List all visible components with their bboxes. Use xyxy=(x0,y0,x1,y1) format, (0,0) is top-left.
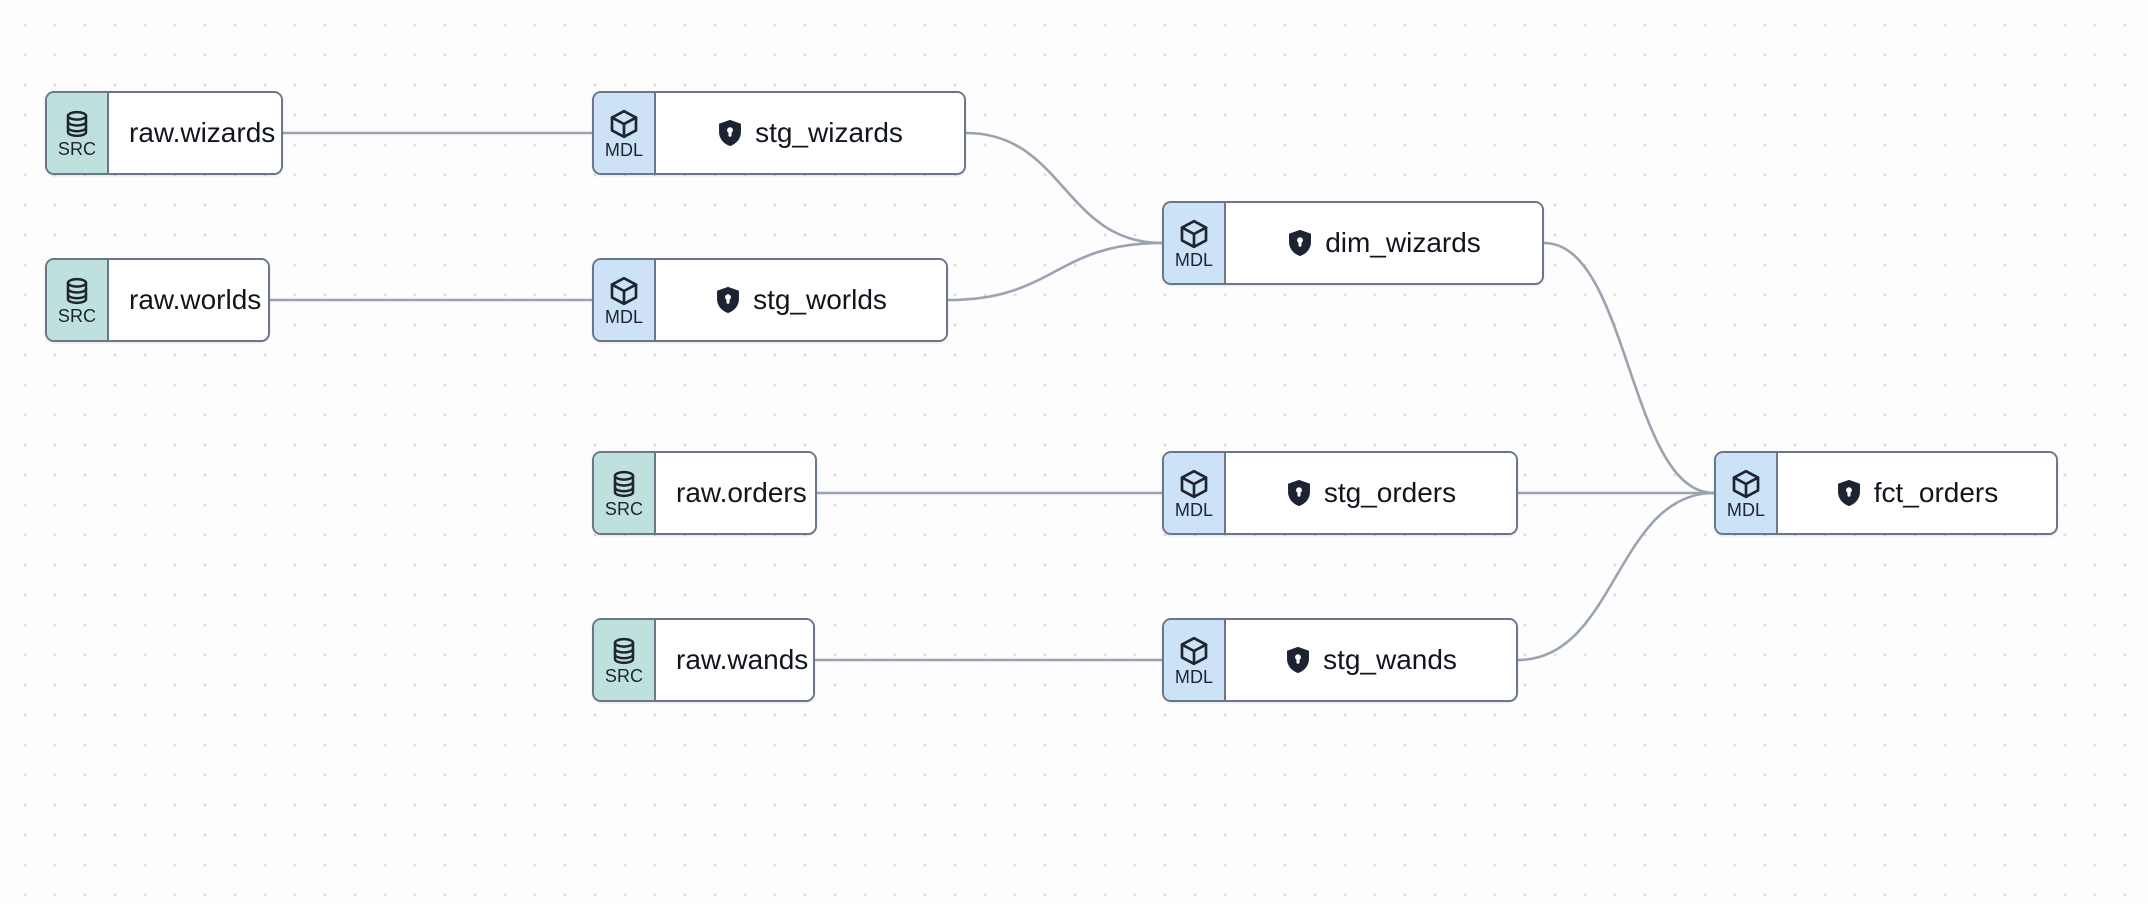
database-icon xyxy=(62,109,92,139)
node-label: stg_worlds xyxy=(753,284,887,315)
node-label: dim_wizards xyxy=(1325,227,1481,258)
node-body: stg_wizards xyxy=(656,93,964,173)
node-type-label: MDL xyxy=(604,306,644,327)
cube-icon xyxy=(1178,635,1210,667)
lock-shield-icon xyxy=(1287,229,1313,257)
node-label: raw.orders xyxy=(676,477,807,508)
node-type-badge-mdl: MDL xyxy=(594,260,656,340)
node-label: raw.worlds xyxy=(129,284,262,315)
node-label: stg_orders xyxy=(1323,477,1457,508)
node-body: fct_orders xyxy=(1778,453,2056,533)
node-type-label: MDL xyxy=(604,139,644,160)
node-type-label: SRC xyxy=(57,138,97,159)
node-dim_wizards[interactable]: MDL dim_wizards xyxy=(1162,201,1544,285)
lock-shield-icon xyxy=(1285,646,1311,674)
node-body: raw.orders xyxy=(656,453,815,533)
node-raw_wizards[interactable]: SRC raw.wizards xyxy=(45,91,283,175)
node-type-label: MDL xyxy=(1174,499,1214,520)
node-body: raw.worlds xyxy=(109,260,268,340)
cube-icon xyxy=(1178,468,1210,500)
edge-stg_wizards-to-dim_wizards[interactable] xyxy=(964,131,1164,245)
node-body: dim_wizards xyxy=(1226,203,1542,283)
node-type-label: SRC xyxy=(604,665,644,686)
node-label: stg_wands xyxy=(1323,644,1457,675)
node-fct_orders[interactable]: MDL fct_orders xyxy=(1714,451,2058,535)
database-icon xyxy=(609,636,639,666)
node-type-label: MDL xyxy=(1174,666,1214,687)
node-stg_worlds[interactable]: MDL stg_worlds xyxy=(592,258,948,342)
node-raw_wands[interactable]: SRC raw.wands xyxy=(592,618,815,702)
node-body: stg_orders xyxy=(1226,453,1516,533)
cube-icon xyxy=(1178,218,1210,250)
node-type-badge-src: SRC xyxy=(47,260,109,340)
cube-icon xyxy=(608,275,640,307)
node-body: raw.wizards xyxy=(109,93,281,173)
database-icon xyxy=(609,469,639,499)
edge-dim_wizards-to-fct_orders[interactable] xyxy=(1542,241,1716,495)
node-type-label: MDL xyxy=(1174,249,1214,270)
node-type-badge-src: SRC xyxy=(594,620,656,700)
edge-stg_worlds-to-dim_wizards[interactable] xyxy=(946,241,1164,302)
node-label: raw.wands xyxy=(676,644,809,675)
node-type-label: SRC xyxy=(604,498,644,519)
edge-stg_wands-to-fct_orders[interactable] xyxy=(1516,491,1716,662)
lock-shield-icon xyxy=(1836,479,1862,507)
node-body: raw.wands xyxy=(656,620,813,700)
node-label: raw.wizards xyxy=(129,117,276,148)
node-body: stg_wands xyxy=(1226,620,1516,700)
lock-shield-icon xyxy=(717,119,743,147)
cube-icon xyxy=(1730,468,1762,500)
node-raw_worlds[interactable]: SRC raw.worlds xyxy=(45,258,270,342)
node-type-badge-mdl: MDL xyxy=(1164,620,1226,700)
node-stg_wands[interactable]: MDL stg_wands xyxy=(1162,618,1518,702)
node-type-label: SRC xyxy=(57,305,97,326)
node-label: fct_orders xyxy=(1873,477,1999,508)
node-type-label: MDL xyxy=(1726,499,1766,520)
node-label: stg_wizards xyxy=(755,117,903,148)
node-type-badge-mdl: MDL xyxy=(1164,203,1226,283)
node-raw_orders[interactable]: SRC raw.orders xyxy=(592,451,817,535)
node-type-badge-src: SRC xyxy=(47,93,109,173)
node-body: stg_worlds xyxy=(656,260,946,340)
node-stg_orders[interactable]: MDL stg_orders xyxy=(1162,451,1518,535)
cube-icon xyxy=(608,108,640,140)
node-type-badge-mdl: MDL xyxy=(1716,453,1778,533)
node-stg_wizards[interactable]: MDL stg_wizards xyxy=(592,91,966,175)
database-icon xyxy=(62,276,92,306)
node-type-badge-src: SRC xyxy=(594,453,656,533)
lock-shield-icon xyxy=(715,286,741,314)
lock-shield-icon xyxy=(1286,479,1312,507)
node-type-badge-mdl: MDL xyxy=(1164,453,1226,533)
node-type-badge-mdl: MDL xyxy=(594,93,656,173)
